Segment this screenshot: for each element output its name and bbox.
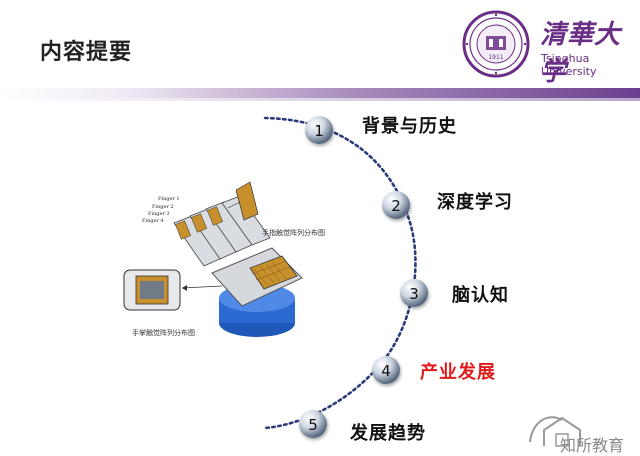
figure-caption-right: 手指触觉阵列分布图: [262, 229, 325, 237]
figure-caption-bottom: 手掌触觉阵列分布图: [132, 329, 195, 337]
outline-item-5[interactable]: 发展趋势: [350, 423, 426, 444]
outline-number-4: 4: [381, 362, 391, 380]
outline-number-3: 3: [409, 285, 419, 303]
logo-name-chinese: 清華大学: [540, 20, 622, 87]
slide-title: 内容提要: [40, 40, 133, 65]
outline-node-2[interactable]: 2: [382, 191, 410, 219]
header-divider-secondary: [0, 98, 640, 101]
outline-item-3[interactable]: 脑认知: [452, 285, 509, 306]
seal-year: 1911: [488, 54, 503, 61]
logo-name-english: Tsinghua University: [541, 52, 597, 78]
outline-node-1[interactable]: 1: [305, 116, 333, 144]
tsinghua-seal-icon: 1911: [462, 10, 530, 78]
outline-item-2[interactable]: 深度学习: [437, 192, 513, 213]
outline-number-1: 1: [314, 122, 324, 140]
header-divider: [0, 88, 640, 98]
outline-node-5[interactable]: 5: [299, 410, 327, 438]
robot-hand-tactile-figure: Finger 1 Finger 2 Finger 3 Finger 4: [123, 181, 303, 337]
finger-label-3: Finger 3: [148, 211, 170, 217]
outline-node-4[interactable]: 4: [372, 356, 400, 384]
watermark-text: 知所教育: [560, 436, 625, 455]
outline-item-4-active[interactable]: 产业发展: [420, 362, 496, 383]
outline-node-3[interactable]: 3: [400, 279, 428, 307]
finger-label-2: Finger 2: [152, 204, 174, 210]
finger-label-4: Finger 4: [142, 218, 164, 224]
finger-label-1: Finger 1: [158, 196, 180, 202]
outline-item-1[interactable]: 背景与历史: [362, 116, 457, 137]
outline-number-5: 5: [308, 416, 318, 434]
outline-number-2: 2: [391, 197, 401, 215]
watermark-logo-icon: [529, 416, 581, 447]
